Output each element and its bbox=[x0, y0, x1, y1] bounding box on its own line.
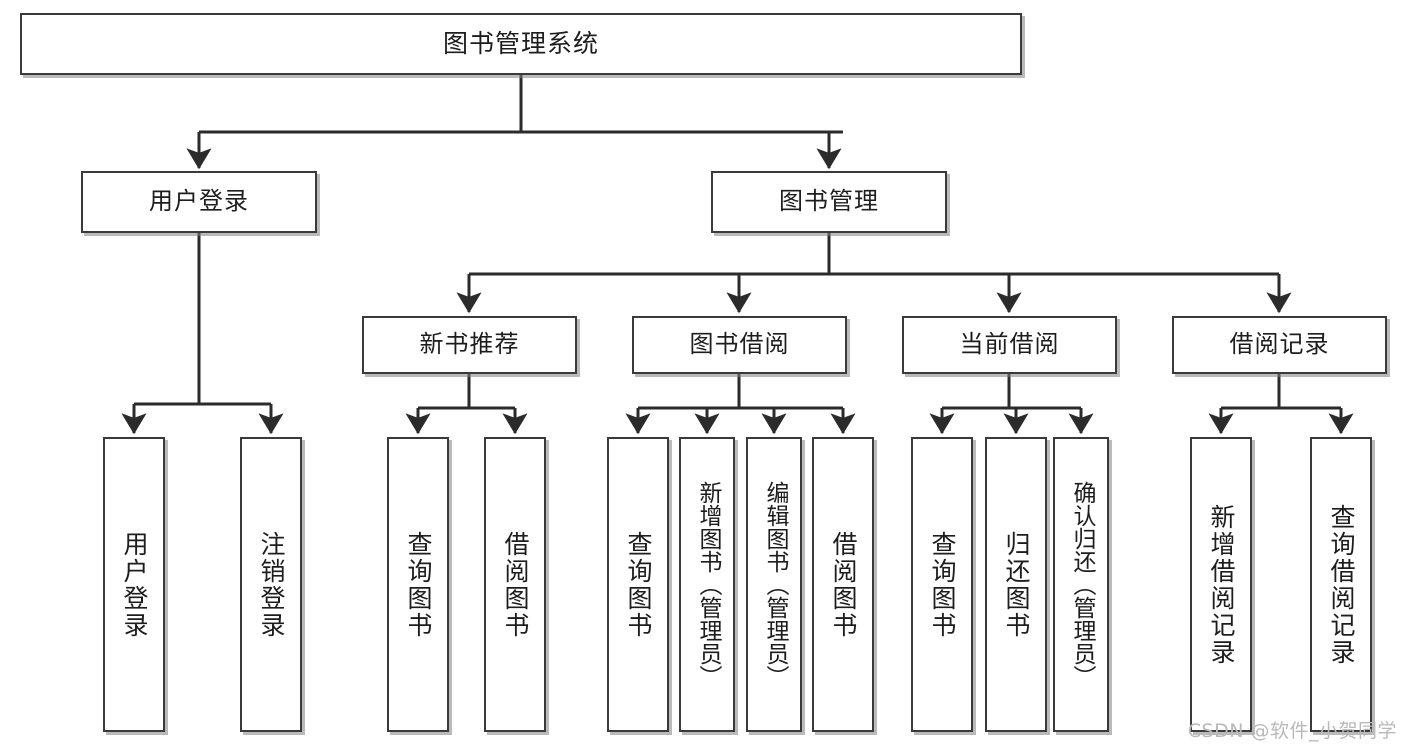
node-label: 用户登录 bbox=[149, 187, 249, 216]
node-label: 借阅图书 bbox=[501, 530, 530, 639]
node-user-login[interactable]: 用户登录 bbox=[81, 171, 317, 233]
node-leaf-query-book-3[interactable]: 查询图书 bbox=[911, 437, 973, 732]
node-leaf-return-book[interactable]: 归还图书 bbox=[985, 437, 1047, 732]
node-root[interactable]: 图书管理系统 bbox=[20, 13, 1022, 75]
node-label: 当前借阅 bbox=[959, 330, 1060, 359]
node-book-borrow[interactable]: 图书借阅 bbox=[632, 316, 847, 374]
node-leaf-user-logout[interactable]: 注销登录 bbox=[240, 437, 302, 732]
node-leaf-query-record[interactable]: 查询借阅记录 bbox=[1310, 437, 1372, 732]
node-label: 新书推荐 bbox=[419, 330, 520, 359]
node-label: 查询借阅记录 bbox=[1327, 503, 1356, 666]
node-leaf-confirm-return[interactable]: 确认归还（管理员） bbox=[1053, 437, 1109, 732]
node-current-borrow[interactable]: 当前借阅 bbox=[902, 316, 1117, 374]
node-label: 图书管理系统 bbox=[442, 28, 599, 58]
node-label: 借阅记录 bbox=[1229, 330, 1330, 359]
node-label: 图书借阅 bbox=[689, 330, 790, 359]
node-label: 借阅图书 bbox=[829, 530, 858, 639]
node-label: 注销登录 bbox=[257, 530, 286, 639]
node-label: 编辑图书（管理员） bbox=[761, 481, 788, 688]
node-leaf-borrow-book-2[interactable]: 借阅图书 bbox=[812, 437, 874, 732]
csdn-watermark: CSDN @软件_小贺同学 bbox=[1187, 720, 1397, 742]
node-leaf-borrow-book-1[interactable]: 借阅图书 bbox=[484, 437, 546, 732]
node-leaf-query-book-2[interactable]: 查询图书 bbox=[607, 437, 669, 732]
node-label: 查询图书 bbox=[624, 530, 653, 639]
node-label: 用户登录 bbox=[120, 530, 149, 639]
node-leaf-add-book[interactable]: 新增图书（管理员） bbox=[679, 437, 735, 732]
node-leaf-add-record[interactable]: 新增借阅记录 bbox=[1190, 437, 1252, 732]
node-leaf-query-book-1[interactable]: 查询图书 bbox=[387, 437, 449, 732]
node-label: 新增图书（管理员） bbox=[694, 481, 721, 688]
node-label: 归还图书 bbox=[1002, 530, 1031, 639]
node-label: 新增借阅记录 bbox=[1207, 503, 1236, 666]
node-label: 查询图书 bbox=[404, 530, 433, 639]
node-book-manage[interactable]: 图书管理 bbox=[711, 171, 947, 233]
node-label: 查询图书 bbox=[928, 530, 957, 639]
node-leaf-user-login[interactable]: 用户登录 bbox=[103, 437, 165, 732]
node-label: 图书管理 bbox=[779, 187, 879, 216]
node-label: 确认归还（管理员） bbox=[1068, 481, 1095, 688]
node-borrow-record[interactable]: 借阅记录 bbox=[1172, 316, 1387, 374]
node-new-book-rec[interactable]: 新书推荐 bbox=[362, 316, 577, 374]
node-leaf-edit-book[interactable]: 编辑图书（管理员） bbox=[746, 437, 802, 732]
